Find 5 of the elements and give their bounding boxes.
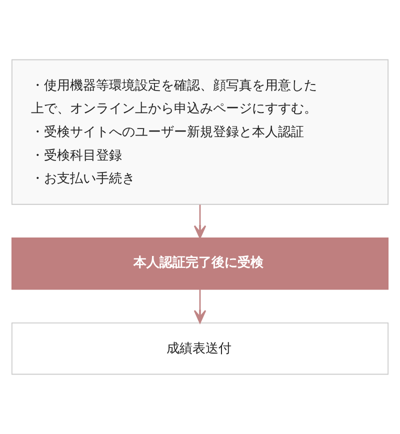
arrow (194, 204, 206, 239)
arrow (194, 290, 206, 324)
node-box: 本人認証完了後に受検 (11, 238, 389, 290)
node-box: ・使用機器等環境設定を確認、顔写真を用意した上で、オンライン上から申込みページにすすむ。 ・受検サイトへのユーザー新規登録と本人認証 ・受検科目登録 ・お支払い手続き (11, 59, 389, 205)
node-box: 成績表送付 (11, 322, 389, 375)
